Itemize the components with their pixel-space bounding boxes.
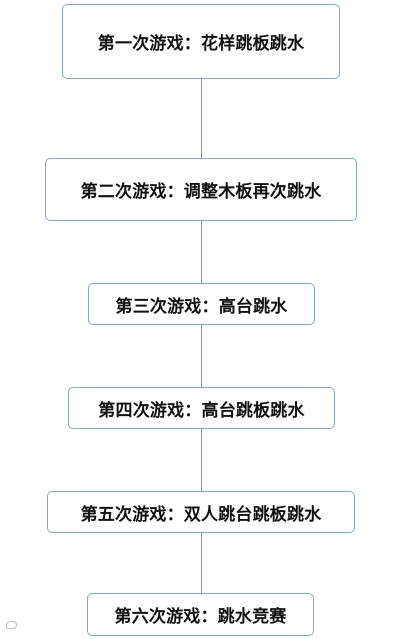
step-box-5: 第五次游戏：双人跳台跳板跳水 bbox=[47, 491, 355, 533]
step-label-2: 第二次游戏：调整木板再次跳水 bbox=[80, 182, 322, 202]
step-box-3: 第三次游戏：高台跳水 bbox=[88, 283, 315, 325]
step-label-1: 第一次游戏：花样跳板跳水 bbox=[97, 34, 305, 54]
step-box-1: 第一次游戏：花样跳板跳水 bbox=[62, 4, 340, 79]
step-box-6: 第六次游戏：跳水竞赛 bbox=[87, 593, 314, 636]
step-box-4: 第四次游戏：高台跳板跳水 bbox=[68, 387, 335, 429]
step-label-6: 第六次游戏：跳水竞赛 bbox=[114, 607, 287, 627]
step-box-2: 第二次游戏：调整木板再次跳水 bbox=[45, 158, 357, 221]
step-label-4: 第四次游戏：高台跳板跳水 bbox=[98, 400, 305, 421]
step-label-3: 第三次游戏：高台跳水 bbox=[115, 296, 288, 317]
watermark-logo bbox=[6, 621, 17, 629]
step-label-5: 第五次游戏：双人跳台跳板跳水 bbox=[80, 504, 322, 525]
watermark-icon bbox=[6, 621, 17, 629]
